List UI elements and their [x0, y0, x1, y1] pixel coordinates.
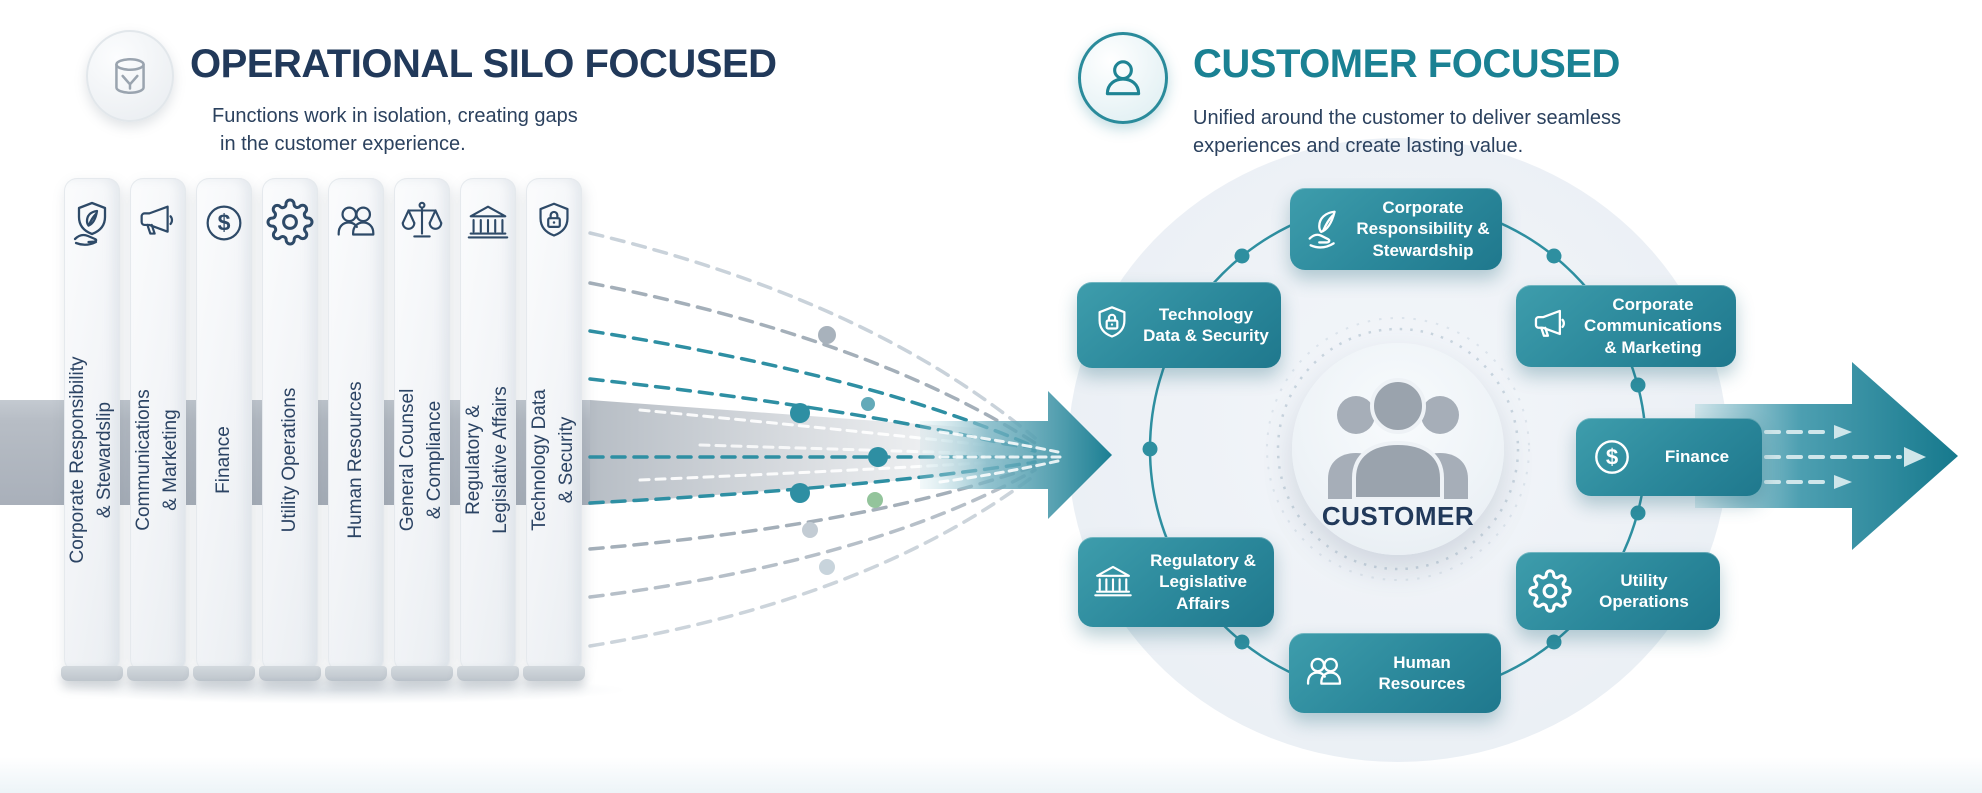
- people-icon: [331, 198, 381, 253]
- gear-icon: [1528, 569, 1572, 613]
- customer-center-circle: CUSTOMER: [1292, 343, 1504, 555]
- shield-lock-icon: [1089, 302, 1135, 348]
- dollar-circle-icon: $: [199, 198, 249, 253]
- silo-pillar-utility-operations: Utility Operations: [259, 178, 321, 681]
- node-regulatory-affairs: Regulatory & Legislative Affairs: [1078, 537, 1274, 627]
- customer-dotted-halo: [1266, 317, 1530, 581]
- right-subtitle: Unified around the customer to deliver s…: [1193, 107, 1621, 158]
- entry-arrow: [920, 391, 1112, 519]
- pillar-floor-shadow: [50, 676, 630, 704]
- left-title: OPERATIONAL SILO FOCUSED: [190, 42, 777, 86]
- customer-label: CUSTOMER: [1321, 501, 1475, 531]
- customer-group-icon: [1328, 378, 1468, 499]
- node-corporate-communications: Corporate Communications & Marketing: [1516, 285, 1736, 367]
- silo-label: Corporate Responsibility& Stewardslip: [67, 356, 115, 564]
- silo-pillar-finance: $ Finance: [193, 178, 255, 681]
- silo-label: Communications& Marketing: [133, 389, 181, 531]
- connector-dots: [1142, 248, 1646, 650]
- silo-pillar-corporate-responsibility: Corporate Responsibility& Stewardslip: [61, 178, 123, 681]
- shield-leaf-hand-icon: [66, 198, 118, 255]
- exit-arrow: [1695, 362, 1958, 550]
- person-icon: [1105, 60, 1141, 96]
- svg-text:$: $: [1606, 444, 1618, 469]
- node-label: Regulatory & Legislative Affairs: [1150, 551, 1256, 613]
- svg-text:$: $: [218, 210, 231, 236]
- left-subtitle: Functions work in isolation, creating ga…: [212, 105, 578, 156]
- megaphone-icon: [1528, 303, 1574, 349]
- megaphone-icon: [133, 198, 183, 253]
- silo-label: Utility Operations: [278, 387, 300, 533]
- silo-label: General Counsel& Compliance: [397, 388, 445, 532]
- shield-lock-icon: [529, 198, 579, 253]
- right-title: CUSTOMER FOCUSED: [1193, 42, 1620, 86]
- dollar-circle-icon: $: [1588, 433, 1636, 481]
- gear-icon: [266, 198, 314, 251]
- node-technology-security: Technology Data & Security: [1077, 282, 1281, 368]
- node-label: Utility Operations: [1599, 570, 1689, 611]
- node-label: Corporate Communications & Marketing: [1584, 295, 1722, 357]
- node-label: Technology Data & Security: [1143, 304, 1269, 345]
- node-corporate-responsibility: Corporate Responsibility & Stewardship: [1290, 188, 1502, 270]
- silo-pillar-human-resources: Human Resources: [325, 178, 387, 681]
- customer-flow-graphic: [1142, 199, 1958, 699]
- scales-icon: [397, 198, 447, 253]
- silo-label: Finance: [212, 426, 234, 494]
- node-human-resources: Human Resources: [1289, 633, 1501, 713]
- flow-dots: [790, 326, 888, 575]
- silo-label: Regulatory &Legislative Affairs: [463, 386, 511, 534]
- silo-pillar-technology-security: Technology Data& Security: [523, 178, 585, 681]
- node-label: Corporate Responsibility & Stewardship: [1356, 198, 1490, 260]
- customer-header-badge: [1078, 32, 1168, 124]
- people-icon: [1301, 650, 1347, 696]
- bank-icon: [1090, 559, 1136, 605]
- silo-label: Human Resources: [344, 381, 366, 539]
- silo-pillar-regulatory-affairs: Regulatory &Legislative Affairs: [457, 178, 519, 681]
- silo-label: Technology Data& Security: [529, 389, 577, 531]
- node-label: Finance: [1664, 447, 1730, 467]
- silo-pillar-communications-marketing: Communications& Marketing: [127, 178, 189, 681]
- bottom-tint: [0, 757, 1982, 793]
- node-utility-operations: Utility Operations: [1516, 552, 1720, 630]
- leaf-hand-icon: [1302, 206, 1348, 252]
- silo-pillar-general-counsel: General Counsel& Compliance: [391, 178, 453, 681]
- node-label: Human Resources: [1378, 652, 1466, 693]
- silo-header-badge: [86, 30, 174, 122]
- node-finance: $ Finance: [1576, 418, 1762, 496]
- silo-database-icon: [115, 58, 145, 94]
- bank-icon: [463, 198, 513, 253]
- entry-arrow-streams: [938, 430, 1064, 484]
